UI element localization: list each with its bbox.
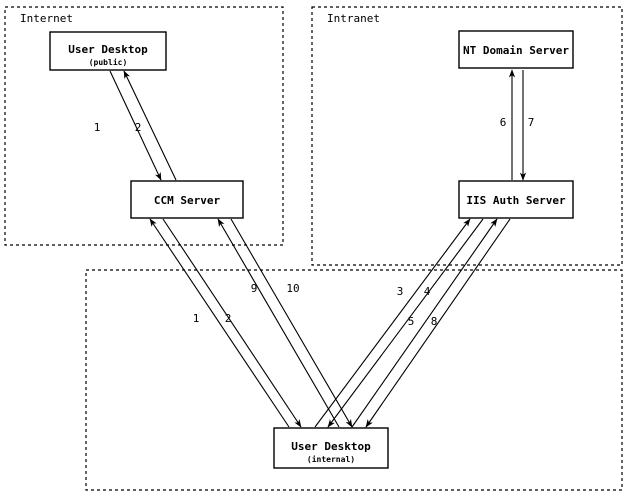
zone-intranet-label: Intranet xyxy=(327,12,380,25)
zone-internet: Internet xyxy=(4,6,284,246)
edge-label-3: 3 xyxy=(397,285,404,298)
node-nt-domain-server[interactable]: NT Domain Server xyxy=(458,30,574,69)
edge-1-public-to-ccm: 1 xyxy=(94,70,162,181)
edge-7-nt-to-iis: 7 xyxy=(519,70,535,181)
edge-label-2-lower: 2 xyxy=(225,312,232,325)
zone-internet-label: Internet xyxy=(20,12,73,25)
node-iis-auth-server[interactable]: IIS Auth Server xyxy=(458,180,574,219)
edge-3-internal-to-iis: 3 xyxy=(314,218,471,428)
edge-label-1-lower: 1 xyxy=(193,312,200,325)
node-ccm-server[interactable]: CCM Server xyxy=(130,180,244,219)
node-title: User Desktop xyxy=(68,43,148,56)
edge-line xyxy=(109,70,162,181)
node-subtitle: (internal) xyxy=(307,454,355,464)
node-box[interactable] xyxy=(458,180,574,219)
zone-intranet-border xyxy=(311,6,623,266)
edge-1-internal-to-ccm: 1 xyxy=(149,218,290,428)
edge-line xyxy=(217,218,340,428)
node-title: User Desktop xyxy=(291,440,371,453)
edge-9-internal-to-ccm: 9 xyxy=(217,218,340,428)
edge-2-ccm-to-public: 2 xyxy=(123,70,177,181)
node-box[interactable] xyxy=(273,427,389,469)
edge-label-9: 9 xyxy=(251,282,258,295)
edge-line xyxy=(230,218,353,428)
edge-line xyxy=(149,218,290,428)
node-user-desktop-internal[interactable]: User Desktop (internal) xyxy=(273,427,389,469)
node-box[interactable] xyxy=(49,31,167,71)
node-box[interactable] xyxy=(458,30,574,69)
edge-label-10: 10 xyxy=(286,282,299,295)
edge-label-1: 1 xyxy=(94,121,101,134)
edge-line xyxy=(351,218,498,428)
edge-line xyxy=(162,218,302,428)
edge-6-iis-to-nt: 6 xyxy=(500,69,516,180)
node-subtitle: (public) xyxy=(89,57,128,67)
node-box[interactable] xyxy=(130,180,244,219)
edge-5-internal-to-iis: 5 xyxy=(351,218,498,428)
edge-10-ccm-to-internal: 10 xyxy=(230,218,353,428)
edge-label-8: 8 xyxy=(431,315,438,328)
edge-label-6: 6 xyxy=(500,116,507,129)
node-title: IIS Auth Server xyxy=(466,194,566,207)
edge-line xyxy=(365,218,511,428)
node-user-desktop-public[interactable]: User Desktop (public) xyxy=(49,31,167,71)
edge-4-iis-to-internal: 4 xyxy=(327,218,484,428)
edge-line xyxy=(123,70,177,181)
edge-2-ccm-to-internal: 2 xyxy=(162,218,302,428)
edge-8-iis-to-internal: 8 xyxy=(365,218,511,428)
node-title: CCM Server xyxy=(154,194,221,207)
edge-line xyxy=(327,218,484,428)
edge-label-2: 2 xyxy=(135,121,142,134)
edge-label-7: 7 xyxy=(528,116,535,129)
edge-label-4: 4 xyxy=(424,285,431,298)
zone-internet-border xyxy=(4,6,284,246)
edge-label-5: 5 xyxy=(408,315,415,328)
node-title: NT Domain Server xyxy=(463,44,569,57)
zone-intranet: Intranet xyxy=(311,6,623,266)
edge-line xyxy=(314,218,471,428)
